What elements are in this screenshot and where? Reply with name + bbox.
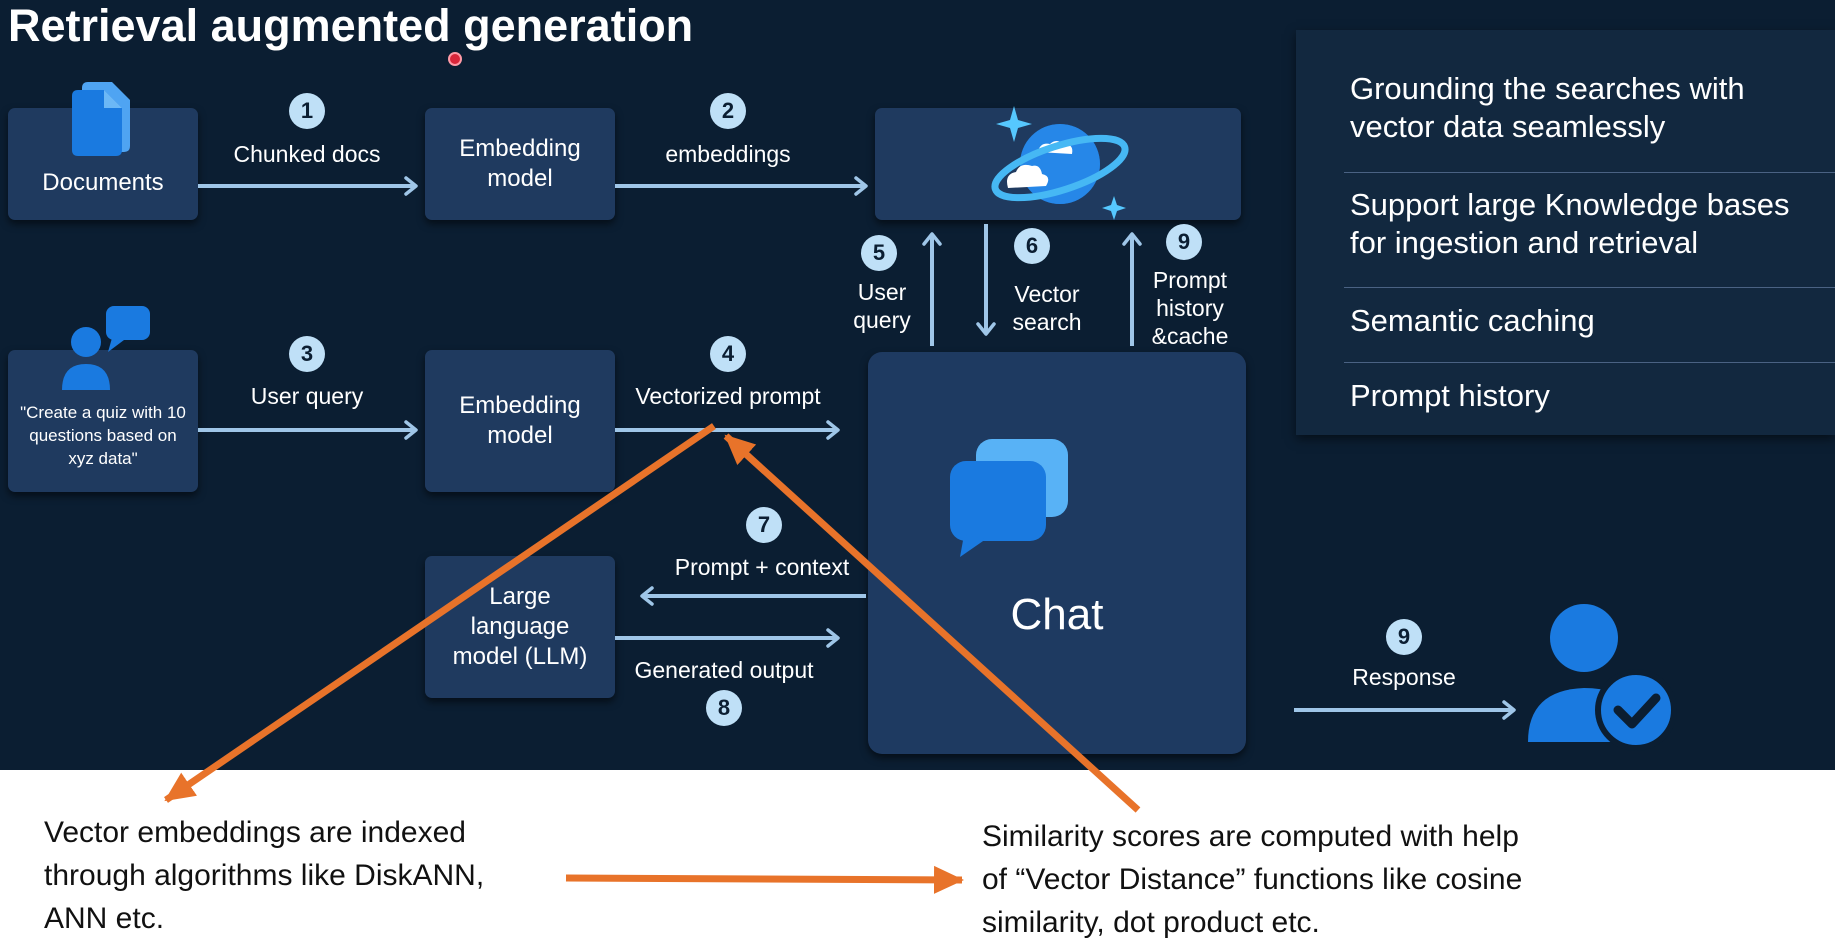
feature-divider-3 [1344, 362, 1835, 363]
chat-label: Chat [1010, 590, 1104, 639]
llm-label: Large language model (LLM) [452, 583, 588, 670]
step-badge-2: 2 [710, 93, 746, 129]
embedding-model-bottom-box: Embedding model [425, 350, 615, 492]
user-query-label: User query [250, 383, 364, 409]
cosmos-db-icon [991, 106, 1129, 220]
feature-item-4: Prompt history [1350, 378, 1550, 413]
embedding-model-bottom-label: Embedding model [459, 392, 581, 449]
note-vector-indexing: Vector embeddings are indexed through al… [44, 816, 485, 935]
generated-output-label: Generated output [634, 657, 814, 683]
prompt-context-label: Prompt + context [674, 554, 850, 580]
step-badge-1: 1 [289, 93, 325, 129]
step-badge-9-history: 9 [1166, 224, 1202, 260]
chat-bubbles-icon [950, 439, 1068, 557]
note-similarity-scores: Similarity scores are computed with help… [982, 820, 1523, 939]
annotation-arrow-between [565, 865, 964, 894]
document-icon [72, 82, 130, 156]
feature-panel: Grounding the searches with vector data … [1296, 30, 1835, 435]
feature-item-3: Semantic caching [1350, 303, 1595, 338]
quiz-prompt-label: "Create a quiz with 10 questions based o… [20, 403, 186, 468]
person-chat-icon [62, 306, 150, 390]
step-badge-9-response: 9 [1386, 619, 1422, 655]
feature-divider-1 [1344, 172, 1835, 173]
step-badge-5: 5 [861, 235, 897, 271]
feature-item-1: Grounding the searches with vector data … [1350, 71, 1745, 144]
step-badge-8: 8 [706, 690, 742, 726]
step-badge-4: 4 [710, 336, 746, 372]
embedding-model-top-label: Embedding model [459, 135, 581, 192]
step-badge-7: 7 [746, 507, 782, 543]
feature-item-2: Support large Knowledge bases for ingest… [1350, 187, 1790, 260]
page-title: Retrieval augmented generation [8, 0, 694, 51]
response-label: Response [1352, 664, 1456, 690]
embeddings-label: embeddings [665, 141, 791, 167]
prompt-history-cache-label: Prompt history &cache [1151, 267, 1229, 349]
feature-divider-2 [1344, 287, 1835, 288]
llm-box: Large language model (LLM) [425, 556, 615, 698]
vector-search-label: Vector search [1012, 281, 1082, 335]
step-badge-6: 6 [1014, 228, 1050, 264]
user-query-up-label: User query [853, 279, 911, 333]
person-check-icon [1528, 604, 1677, 751]
documents-label: Documents [42, 169, 164, 196]
vectorized-prompt-label: Vectorized prompt [635, 383, 821, 409]
embedding-model-top-box: Embedding model [425, 108, 615, 220]
chunked-docs-label: Chunked docs [233, 141, 381, 167]
step-badge-3: 3 [289, 336, 325, 372]
